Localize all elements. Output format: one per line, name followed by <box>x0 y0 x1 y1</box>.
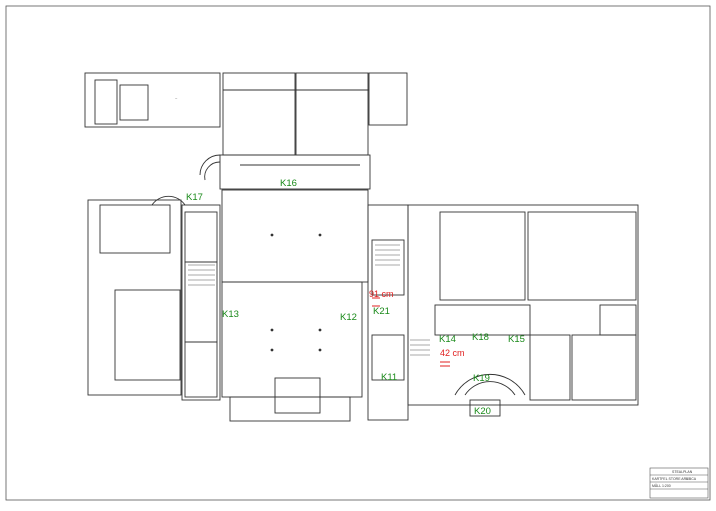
camera-labels: K17 K16 K13 K12 K21 K14 K18 K15 K11 K19 … <box>186 178 525 417</box>
stair-hatching <box>188 244 430 356</box>
label-k11: K11 <box>381 372 397 383</box>
title-block-line4: MÅLL 1:200 <box>652 483 671 488</box>
label-k16: K16 <box>280 178 297 189</box>
measurement-labels: 91 cm 42 cm <box>369 289 465 358</box>
wall-lines <box>84 72 639 422</box>
label-k20: K20 <box>474 406 491 417</box>
label-k21: K21 <box>373 306 390 317</box>
measure-marks <box>372 297 450 367</box>
title-block: STEALPLAN KARTFEL STORE ARK 1/BCA MÅLL 1… <box>649 467 709 499</box>
title-block-line1: STEALPLAN <box>672 470 693 474</box>
svg-text:~: ~ <box>175 96 178 101</box>
label-k18: K18 <box>472 332 489 343</box>
room-number-text: ~ <box>175 96 178 101</box>
measurement-91cm: 91 cm <box>369 289 394 299</box>
title-block-line2: KARTFEL STORE ARK <box>652 477 689 481</box>
label-k17: K17 <box>186 192 203 203</box>
label-k14: K14 <box>439 334 456 345</box>
title-block-line3: 1/BCA <box>686 477 697 481</box>
columns <box>270 233 322 352</box>
label-k13: K13 <box>222 309 239 320</box>
sheet-border <box>5 5 711 501</box>
label-k15: K15 <box>508 334 525 345</box>
label-k12: K12 <box>340 312 357 323</box>
measurement-42cm: 42 cm <box>440 348 465 358</box>
label-k19: K19 <box>473 373 490 384</box>
